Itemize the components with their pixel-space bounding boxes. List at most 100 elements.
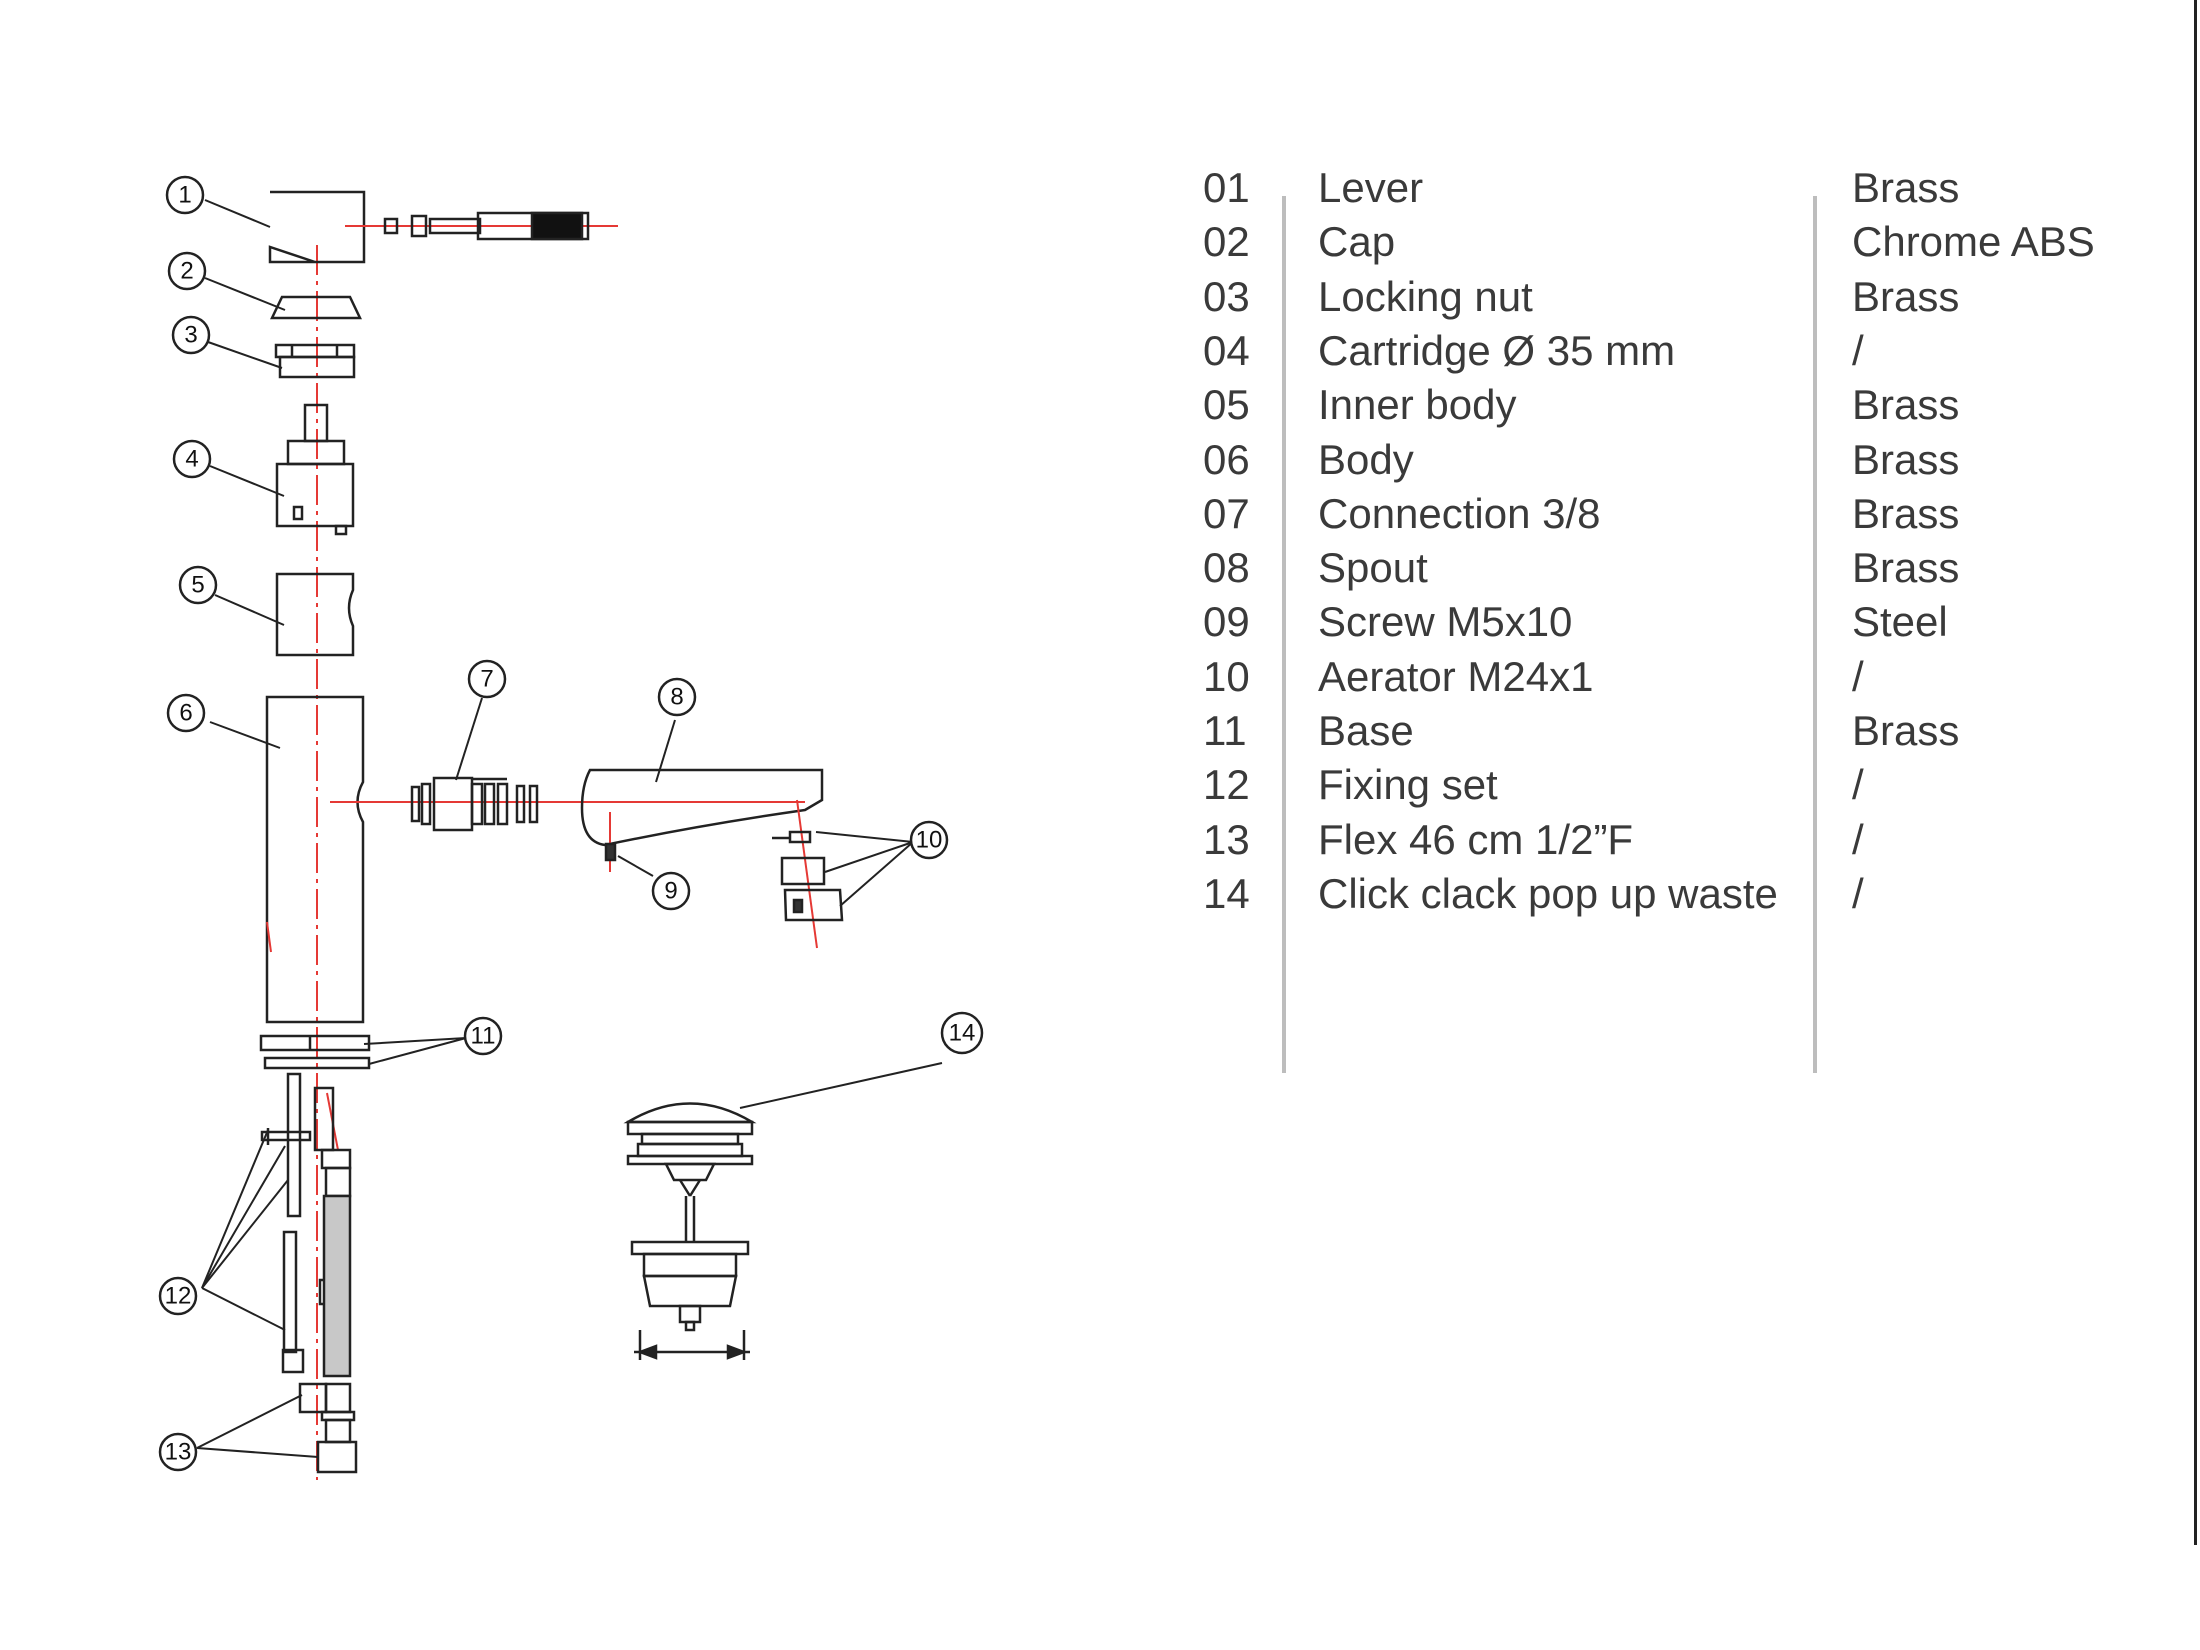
part-number: 03 bbox=[1203, 273, 1250, 320]
part-name: Base bbox=[1318, 707, 1414, 754]
callout-9-label: 9 bbox=[664, 878, 677, 905]
part-material: Brass bbox=[1852, 436, 1960, 483]
lever-grip bbox=[530, 211, 584, 241]
callout-14-label: 14 bbox=[949, 1020, 976, 1047]
part-material: / bbox=[1852, 653, 1864, 700]
callout-7-label: 7 bbox=[480, 666, 493, 693]
part-material: Chrome ABS bbox=[1852, 218, 2095, 265]
part-material: Steel bbox=[1852, 598, 1948, 645]
part-name: Fixing set bbox=[1318, 761, 1498, 808]
part-number: 13 bbox=[1203, 816, 1250, 863]
callout-4-label: 4 bbox=[185, 446, 198, 473]
parts-row: 06 Body Brass bbox=[1195, 433, 2145, 487]
part-locking-nut bbox=[274, 343, 356, 379]
part-name: Locking nut bbox=[1318, 273, 1533, 320]
part-name: Body bbox=[1318, 436, 1414, 483]
callout-6-label: 6 bbox=[179, 700, 192, 727]
callout-3-label: 3 bbox=[184, 322, 197, 349]
part-number: 07 bbox=[1203, 490, 1250, 537]
callout-11-marker bbox=[463, 1016, 503, 1056]
part-number: 06 bbox=[1203, 436, 1250, 483]
part-material: / bbox=[1852, 761, 1864, 808]
part-name: Aerator M24x1 bbox=[1318, 653, 1594, 700]
parts-row: 14 Click clack pop up waste / bbox=[1195, 867, 2145, 921]
part-number: 14 bbox=[1203, 870, 1250, 917]
part-name: Inner body bbox=[1318, 381, 1517, 428]
parts-row: 07 Connection 3/8 Brass bbox=[1195, 487, 2145, 541]
callout-12-marker bbox=[158, 1276, 198, 1316]
part-number: 05 bbox=[1203, 381, 1250, 428]
callout-8-marker bbox=[657, 677, 697, 717]
part-flex-hoses bbox=[298, 1086, 358, 1474]
part-number: 12 bbox=[1203, 761, 1250, 808]
callout-11-label: 11 bbox=[471, 1023, 496, 1050]
part-number: 08 bbox=[1203, 544, 1250, 591]
callout-4-marker bbox=[172, 439, 212, 479]
part-lever bbox=[268, 190, 366, 264]
part-click-clack-waste bbox=[623, 1102, 757, 1360]
callout-9-marker bbox=[651, 871, 691, 911]
part-connection bbox=[330, 776, 805, 832]
part-aerator bbox=[772, 799, 844, 949]
parts-row: 03 Locking nut Brass bbox=[1195, 270, 2145, 324]
part-material: / bbox=[1852, 816, 1864, 863]
callout-13-label: 13 bbox=[165, 1439, 192, 1466]
part-name: Flex 46 cm 1/2”F bbox=[1318, 816, 1634, 863]
callout-2-label: 2 bbox=[180, 258, 193, 285]
part-number: 10 bbox=[1203, 653, 1250, 700]
part-number: 11 bbox=[1203, 707, 1247, 754]
part-material: Brass bbox=[1852, 164, 1960, 211]
callout-1-marker bbox=[165, 175, 205, 215]
part-material: Brass bbox=[1852, 273, 1960, 320]
part-material: Brass bbox=[1852, 544, 1960, 591]
callout-6-marker bbox=[166, 693, 206, 733]
part-material: Brass bbox=[1852, 490, 1960, 537]
part-name: Screw M5x10 bbox=[1318, 598, 1573, 645]
part-spout bbox=[580, 768, 824, 847]
callout-13-marker bbox=[158, 1432, 198, 1472]
part-number: 04 bbox=[1203, 327, 1250, 374]
part-name: Connection 3/8 bbox=[1318, 490, 1601, 537]
callout-3-marker bbox=[171, 315, 211, 355]
callout-7-marker bbox=[467, 659, 507, 699]
parts-row: 12 Fixing set / bbox=[1195, 758, 2145, 812]
part-cap bbox=[270, 295, 362, 320]
callout-1-label: 1 bbox=[178, 182, 191, 209]
parts-row: 08 Spout Brass bbox=[1195, 541, 2145, 595]
flex-hose-braid bbox=[322, 1194, 352, 1378]
part-cartridge bbox=[275, 403, 355, 536]
page-edge-line bbox=[2194, 0, 2197, 1545]
part-base bbox=[259, 1034, 371, 1070]
part-material: / bbox=[1852, 870, 1864, 917]
part-name: Spout bbox=[1318, 544, 1428, 591]
parts-row: 11 Base Brass bbox=[1195, 704, 2145, 758]
part-inner-body bbox=[275, 572, 355, 657]
parts-row: 13 Flex 46 cm 1/2”F / bbox=[1195, 813, 2145, 867]
parts-column-divider-right bbox=[1813, 196, 1817, 1073]
callout-5-marker bbox=[178, 565, 218, 605]
part-number: 01 bbox=[1203, 164, 1250, 211]
part-fixing-set bbox=[260, 1072, 339, 1374]
parts-row: 04 Cartridge Ø 35 mm / bbox=[1195, 324, 2145, 378]
part-body bbox=[265, 695, 365, 1024]
parts-row: 09 Screw M5x10 Steel bbox=[1195, 595, 2145, 649]
callout-2-marker bbox=[167, 251, 207, 291]
part-name: Click clack pop up waste bbox=[1318, 870, 1778, 917]
part-material: / bbox=[1852, 327, 1864, 374]
parts-row: 10 Aerator M24x1 / bbox=[1195, 650, 2145, 704]
part-name: Cartridge Ø 35 mm bbox=[1318, 327, 1676, 374]
part-material: Brass bbox=[1852, 707, 1960, 754]
part-material: Brass bbox=[1852, 381, 1960, 428]
callout-5-label: 5 bbox=[191, 572, 204, 599]
part-number: 02 bbox=[1203, 218, 1250, 265]
callout-10-label: 10 bbox=[916, 827, 943, 854]
parts-column-divider-left bbox=[1282, 196, 1286, 1073]
callout-8-label: 8 bbox=[670, 684, 683, 711]
callout-14-marker bbox=[940, 1011, 984, 1055]
callout-markers bbox=[158, 175, 984, 1472]
part-number: 09 bbox=[1203, 598, 1250, 645]
callout-10-marker bbox=[909, 820, 949, 860]
